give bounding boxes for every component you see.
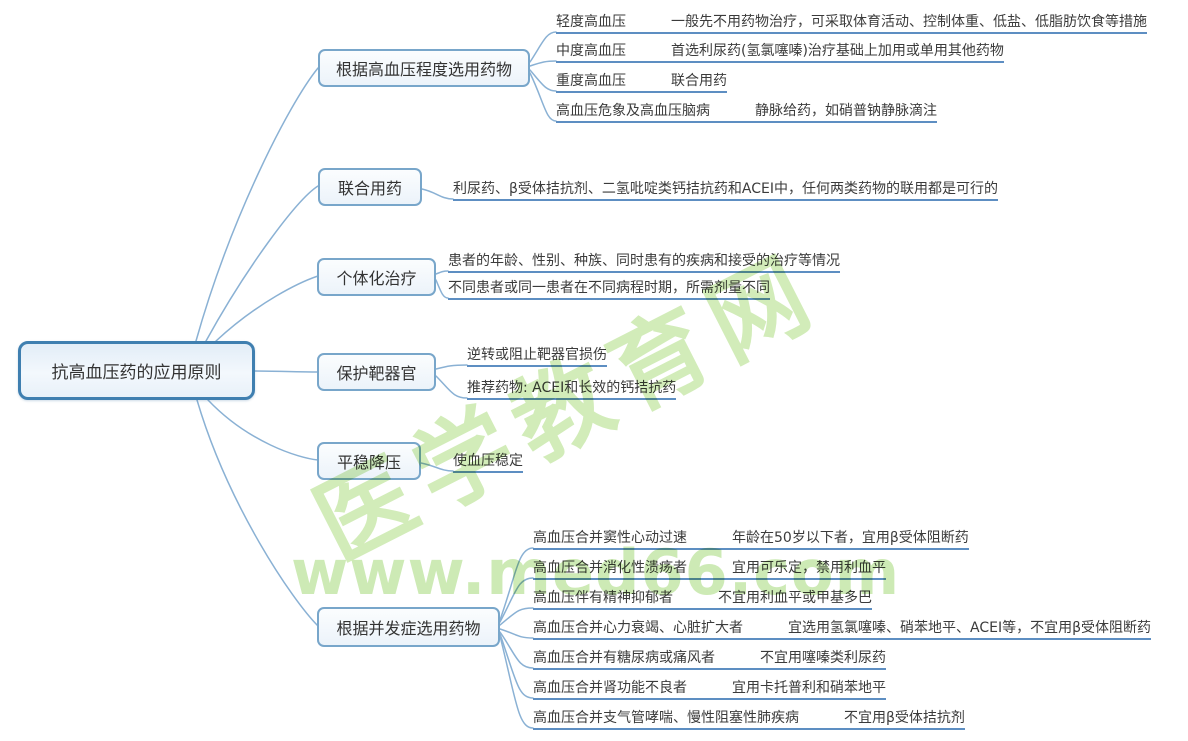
leaf-row: 中度高血压 首选利尿药(氢氯噻嗪)治疗基础上加用或单用其他药物: [556, 43, 1004, 63]
leaf-desc: 一般先不用药物治疗，可采取体育活动、控制体重、低盐、低脂肪饮食等措施: [671, 14, 1147, 30]
branch-node-label: 联合用药: [337, 179, 402, 198]
branch-node-degree: 根据高血压程度选用药物: [318, 49, 530, 87]
branch-node-label: 根据并发症选用药物: [336, 619, 481, 638]
leaf-desc: 使血压稳定: [453, 453, 523, 469]
leaf-desc: 首选利尿药(氢氯噻嗪)治疗基础上加用或单用其他药物: [671, 43, 1004, 59]
leaf-row: 利尿药、β受体拮抗剂、二氢吡啶类钙拮抗药和ACEI中，任何两类药物的联用都是可行…: [453, 181, 999, 201]
leaf-desc: 推荐药物: ACEI和长效的钙拮抗药: [467, 380, 677, 396]
leaf-row: 高血压危象及高血压脑病 静脉给药，如硝普钠静脉滴注: [556, 103, 937, 123]
branch-node-label: 根据高血压程度选用药物: [335, 60, 512, 79]
leaf-label: 高血压危象及高血压脑病: [556, 103, 710, 119]
curve-root-branch2: [205, 185, 319, 342]
leaf-label: 中度高血压: [556, 43, 626, 59]
curve-root-branch5: [207, 399, 319, 461]
leaf-row: 患者的年龄、性别、种族、同时患有的疾病和接受的治疗等情况: [448, 253, 840, 273]
branch-node-steady: 平稳降压: [317, 442, 421, 480]
branch-node-combination: 联合用药: [318, 168, 422, 206]
leaf-row: 高血压合并有糖尿病或痛风者 不宜用噻嗪类利尿药: [533, 650, 886, 670]
curve-root-branch1: [195, 67, 319, 342]
leaf-row: 轻度高血压 一般先不用药物治疗，可采取体育活动、控制体重、低盐、低脂肪饮食等措施: [556, 14, 1147, 34]
leaf-desc: 利尿药、β受体拮抗剂、二氢吡啶类钙拮抗药和ACEI中，任何两类药物的联用都是可行…: [453, 181, 999, 197]
leaf-label: 轻度高血压: [556, 14, 626, 30]
leaf-desc: 宜用卡托普利和硝苯地平: [732, 680, 886, 696]
leaf-desc: 不宜用噻嗪类利尿药: [760, 650, 886, 666]
leaf-row: 逆转或阻止靶器官损伤: [467, 347, 607, 367]
branch-node-target-organ: 保护靶器官: [317, 353, 436, 391]
leaf-label: 重度高血压: [556, 73, 626, 89]
curve-root-branch4: [254, 370, 319, 373]
leaf-row: 推荐药物: ACEI和长效的钙拮抗药: [467, 380, 677, 400]
branch-node-label: 保护靶器官: [336, 364, 417, 383]
leaf-row: 不同患者或同一患者在不同病程时期，所需剂量不同: [448, 280, 770, 300]
curve-root-branch6: [196, 399, 319, 627]
leaf-label: 高血压合并窦性心动过速: [533, 530, 687, 546]
leaf-row: 使血压稳定: [453, 453, 523, 473]
branch-node-complications: 根据并发症选用药物: [317, 607, 500, 647]
leaf-desc: 逆转或阻止靶器官损伤: [467, 347, 607, 363]
leaf-label: 高血压合并消化性溃疡者: [533, 560, 687, 576]
branch-node-label: 平稳降压: [336, 453, 401, 472]
branch-node-individualized: 个体化治疗: [317, 258, 436, 296]
root-node: 抗高血压药的应用原则: [18, 341, 255, 400]
leaf-desc: 年龄在50岁以下者，宜用β受体阻断药: [732, 530, 969, 546]
leaf-label: 高血压合并有糖尿病或痛风者: [533, 650, 715, 666]
leaf-row: 高血压合并窦性心动过速 年龄在50岁以下者，宜用β受体阻断药: [533, 530, 969, 550]
leaf-label: 高血压合并肾功能不良者: [533, 680, 687, 696]
root-node-label: 抗高血压药的应用原则: [51, 363, 222, 383]
leaf-row: 高血压伴有精神抑郁者 不宜用利血平或甲基多巴: [533, 590, 872, 610]
branch-node-label: 个体化治疗: [336, 269, 417, 288]
leaf-row: 高血压合并消化性溃疡者 宜用可乐定，禁用利血平: [533, 560, 886, 580]
curve-root-branch3: [215, 275, 319, 342]
leaf-row: 高血压合并心力衰竭、心脏扩大者 宜选用氢氯噻嗪、硝苯地平、ACEI等，不宜用β受体…: [533, 620, 1152, 640]
leaf-row: 重度高血压 联合用药: [556, 73, 727, 93]
leaf-desc: 宜选用氢氯噻嗪、硝苯地平、ACEI等，不宜用β受体阻断药: [788, 620, 1152, 636]
leaf-desc: 不宜用利血平或甲基多巴: [718, 590, 872, 606]
leaf-desc: 不同患者或同一患者在不同病程时期，所需剂量不同: [448, 280, 770, 296]
leaf-label: 高血压合并心力衰竭、心脏扩大者: [533, 620, 743, 636]
leaf-label: 高血压合并支气管哮喘、慢性阻塞性肺疾病: [533, 710, 799, 726]
leaf-desc: 静脉给药，如硝普钠静脉滴注: [755, 103, 937, 119]
leaf-row: 高血压合并肾功能不良者 宜用卡托普利和硝苯地平: [533, 680, 886, 700]
leaf-desc: 不宜用β受体拮抗剂: [844, 710, 965, 726]
leaf-desc: 宜用可乐定，禁用利血平: [732, 560, 886, 576]
leaf-row: 高血压合并支气管哮喘、慢性阻塞性肺疾病 不宜用β受体拮抗剂: [533, 710, 965, 730]
leaf-label: 高血压伴有精神抑郁者: [533, 590, 673, 606]
leaf-desc: 患者的年龄、性别、种族、同时患有的疾病和接受的治疗等情况: [448, 253, 840, 269]
leaf-desc: 联合用药: [671, 73, 727, 89]
